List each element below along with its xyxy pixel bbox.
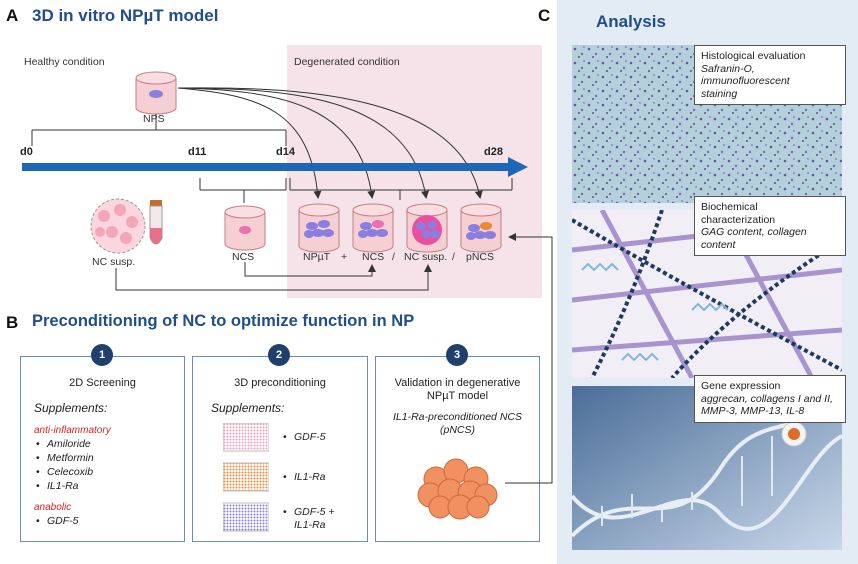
arrow-nps-to-ncs — [177, 87, 376, 199]
group-slash-1: / — [392, 251, 395, 263]
gene-expression-title: Gene expression — [701, 380, 781, 392]
step-1-title: 2D Screening — [69, 377, 136, 389]
connector-validation-to-pncs — [505, 233, 553, 484]
timeline-d0: d0 — [20, 146, 33, 158]
plate-gdf5-il1ra — [223, 502, 269, 532]
group-ncsusp-label: NC susp. — [404, 251, 448, 263]
timeline-d14: d14 — [276, 146, 295, 158]
panel-a-diagram — [22, 71, 528, 291]
step-2-item-2: IL1-Ra — [281, 470, 326, 484]
plate-gdf5 — [223, 423, 269, 452]
step-3-title-line1: Validation in degenerative — [394, 377, 521, 389]
step-1-box: 2D Screening Supplements: anti-inflammat… — [20, 356, 185, 542]
timeline-d28: d28 — [484, 146, 503, 158]
group-plus: + — [341, 251, 348, 263]
connector-ncsusp-to-group — [115, 264, 432, 291]
antiinflammatory-list: Amiloride Metformin Celecoxib IL1-Ra — [34, 437, 94, 493]
gene-expression-detail-line2: MMP-3, MMP-13, IL-8 — [701, 405, 805, 417]
supplement-item: IL1-Ra — [281, 470, 326, 484]
histology-detail-line2: immunofluorescent — [701, 75, 790, 87]
step-2-box: 3D preconditioning Supplements: GDF-5 IL… — [192, 356, 368, 542]
healthy-condition-label: Healthy condition — [24, 56, 105, 68]
anabolic-label: anabolic — [34, 502, 72, 513]
group-slash-2: / — [452, 251, 455, 263]
anabolic-list: GDF-5 — [34, 514, 79, 528]
group-pncs-label: pNCS — [466, 251, 495, 263]
biochemical-title-line2: characterization — [701, 213, 776, 226]
step-2-supplements-label: Supplements: — [211, 401, 285, 415]
degenerated-background — [287, 45, 542, 298]
biochemical-title-line1: Biochemical — [701, 201, 758, 213]
histology-card-title: Histological evaluation — [701, 50, 806, 62]
step-2-item-3-cont: IL1-Ra — [294, 519, 326, 531]
panel-b-title: Preconditioning of NC to optimize functi… — [32, 312, 415, 330]
step-3-title-line2: NPµT model — [426, 390, 489, 402]
histology-detail-line1: Safranin-O, — [701, 62, 755, 75]
step-3-badge: 3 — [446, 344, 468, 366]
supplement-item: Celecoxib — [34, 465, 94, 479]
well-plates — [223, 423, 269, 532]
nc-suspension-dish — [90, 198, 146, 254]
step-3-title: Validation in degenerative NPµT model — [376, 377, 539, 403]
histology-detail-line3: staining — [701, 87, 738, 100]
group-ncs-label: NCS — [362, 251, 385, 263]
step-3-subtitle-line1: IL1-Ra-preconditioned NCS — [393, 411, 522, 423]
step-2-item-3: GDF-5 + — [281, 505, 335, 519]
nps-cylinder — [135, 71, 177, 115]
ncs-label: NCS — [232, 251, 255, 263]
histology-card: Histological evaluation Safranin-O, immu… — [694, 45, 846, 105]
step-2-item-1: GDF-5 — [281, 430, 326, 444]
degenerated-condition-label: Degenerated condition — [294, 56, 400, 68]
supplement-item: GDF-5 — [34, 514, 79, 528]
step-3-subtitle-line2: (pNCS) — [439, 424, 475, 436]
biochemical-detail-line1: GAG content, collagen — [701, 226, 807, 238]
arrow-nps-to-pncs — [177, 87, 483, 199]
pncs-cluster-icon — [417, 458, 498, 520]
tube-icon — [149, 200, 163, 245]
nc-suspension-group-cylinder — [406, 203, 448, 253]
supplement-item: Amiloride — [34, 437, 94, 451]
antiinflammatory-label: anti-inflammatory — [34, 425, 111, 436]
biochemical-card: Biochemical characterization GAG content… — [694, 196, 846, 256]
step-1-badge: 1 — [91, 344, 113, 366]
step-3-box: Validation in degenerative NPµT model IL… — [375, 356, 540, 542]
npmt-cylinder — [298, 203, 340, 253]
step-3-subtitle: IL1-Ra-preconditioned NCS (pNCS) — [376, 411, 539, 437]
panel-a-title: 3D in vitro NPµT model — [32, 6, 219, 25]
step-2-badge: 2 — [268, 344, 290, 366]
panel-c-title: Analysis — [596, 12, 666, 31]
timeline-bar — [22, 163, 512, 171]
nps-label: NPS — [143, 113, 165, 125]
supplement-item: IL1-Ra — [34, 479, 94, 493]
arrow-nps-to-ncsusp — [177, 87, 429, 199]
supplement-item: Metformin — [34, 451, 94, 465]
step-1-supplements-label: Supplements: — [34, 401, 108, 415]
biochemical-detail-line2: content — [701, 238, 736, 251]
timeline-d11: d11 — [188, 146, 207, 158]
panel-b-letter: B — [6, 313, 19, 332]
connector-ncs-to-group — [244, 262, 376, 277]
supplement-item: GDF-5 — [281, 430, 326, 444]
panel-c-letter: C — [538, 6, 551, 25]
panel-a-letter: A — [6, 6, 19, 25]
gene-expression-detail-line1: aggrecan, collagens I and II, — [701, 392, 833, 405]
ncs-group-cylinder — [352, 203, 394, 253]
step-2-title: 3D preconditioning — [234, 377, 326, 389]
nc-suspension-label: NC susp. — [92, 256, 136, 268]
group-npmt-label: NPµT — [303, 251, 331, 263]
ncs-cylinder — [224, 205, 266, 251]
gene-expression-card: Gene expression aggrecan, collagens I an… — [694, 375, 846, 423]
pncs-cylinder — [460, 203, 502, 253]
plate-il1ra — [223, 462, 269, 492]
timeline-arrowhead — [508, 157, 528, 177]
supplement-item: GDF-5 + — [281, 505, 335, 519]
